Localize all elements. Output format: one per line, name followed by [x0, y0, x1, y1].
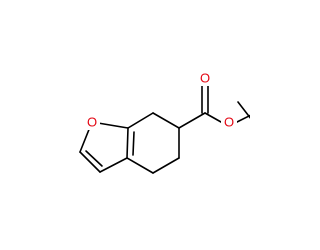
bond-c5-c4: [152, 157, 180, 174]
carbonyl-oxygen-label-bg: [197, 70, 213, 86]
bond-ester-o-ch2: [236, 114, 250, 123]
ethyl-ester-group: [178, 84, 250, 129]
ring-oxygen-label-bg: [84, 114, 100, 130]
bond-c7a-c7: [127, 112, 154, 129]
carbonyl-oxygen-label: O: [200, 71, 210, 86]
bond-ch2-ch3: [237, 101, 250, 119]
bond-c4-c3a: [126, 157, 154, 174]
bond-c7-c6: [152, 112, 180, 129]
atom-labels: O O O: [84, 70, 237, 130]
bond-c6-carbonyl-carbon: [178, 112, 206, 129]
bond-c3a-c7a: [126, 127, 129, 159]
ester-oxygen-label: O: [224, 115, 234, 130]
molecule-diagram: O O O: [79, 70, 250, 174]
cyclohexene-ring: [126, 112, 180, 174]
ring-oxygen-label: O: [87, 115, 97, 130]
bond-c3-c3a: [99, 157, 128, 173]
bond-c3a-c7a-double: [132, 131, 135, 156]
bond-c2-c3: [79, 151, 101, 173]
bond-c2-c3-double: [85, 150, 103, 167]
bond-carbonyl-carbon-ester-o: [204, 112, 222, 123]
ester-oxygen-label-bg: [221, 114, 237, 130]
